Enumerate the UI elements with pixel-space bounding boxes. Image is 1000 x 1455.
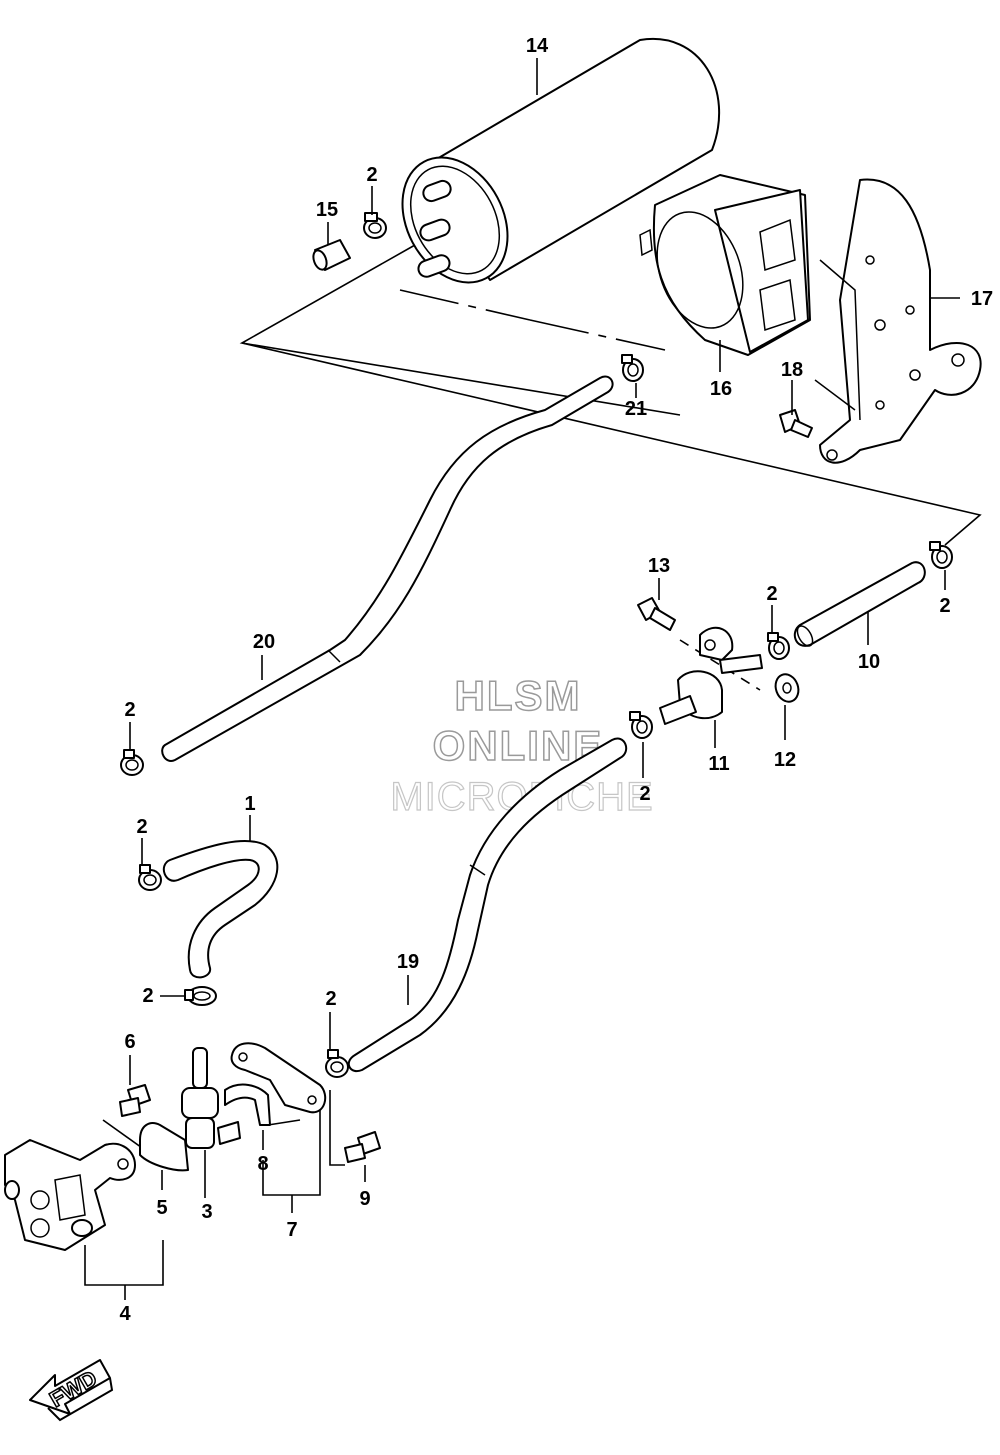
clamp[interactable]	[139, 1122, 189, 1172]
callout-13: 13	[648, 555, 670, 577]
hose-clip[interactable]	[363, 212, 387, 239]
callout-15: 15	[316, 199, 338, 221]
hose[interactable]	[162, 839, 279, 979]
bolt[interactable]	[119, 1084, 151, 1117]
fwd-arrow-icon: FWD	[29, 1359, 114, 1422]
callout-2: 2	[766, 583, 777, 605]
callout-4: 4	[119, 1303, 131, 1325]
bolt[interactable]	[637, 597, 676, 631]
callout-10: 10	[858, 651, 880, 673]
callout-16: 16	[710, 378, 732, 400]
hose[interactable]	[793, 561, 926, 648]
connection-guides	[102, 244, 982, 1151]
valve[interactable]	[659, 626, 763, 725]
clamp[interactable]	[224, 1083, 271, 1126]
bolt[interactable]	[344, 1131, 381, 1163]
callout-2: 2	[136, 816, 147, 838]
bracket[interactable]	[4, 1139, 136, 1251]
hose-clip[interactable]	[120, 749, 144, 776]
bracket[interactable]	[230, 1042, 327, 1114]
callout-2: 2	[639, 783, 650, 805]
hose-clip[interactable]	[767, 632, 790, 660]
callout-1: 1	[244, 793, 255, 815]
callout-20: 20	[253, 631, 275, 653]
bolt[interactable]	[779, 409, 813, 438]
hose[interactable]	[161, 375, 614, 762]
callout-2: 2	[366, 164, 377, 186]
callout-3: 3	[201, 1201, 212, 1223]
callout-2: 2	[325, 988, 336, 1010]
hose-clip[interactable]	[621, 354, 644, 382]
canister-holder[interactable]	[639, 174, 811, 356]
callout-19: 19	[397, 951, 419, 973]
hose[interactable]	[347, 737, 628, 1073]
callout-2: 2	[124, 699, 135, 721]
callout-8: 8	[257, 1153, 268, 1175]
callouts: 14 2 15 16 17 18 21 13 2 2 10 20 2 11 12…	[119, 35, 993, 1325]
charcoal-canister[interactable]	[382, 37, 721, 301]
canister-bracket[interactable]	[814, 178, 982, 464]
hose-clip[interactable]	[929, 541, 953, 569]
callout-12: 12	[774, 749, 796, 771]
cap[interactable]	[311, 239, 351, 271]
callout-14: 14	[526, 35, 549, 57]
callout-2: 2	[142, 985, 153, 1007]
valve[interactable]	[181, 1047, 241, 1149]
callout-5: 5	[156, 1197, 167, 1219]
callout-2: 2	[939, 595, 950, 617]
callout-21: 21	[625, 398, 647, 420]
callout-6: 6	[124, 1031, 135, 1053]
callout-9: 9	[359, 1188, 370, 1210]
hose-clip[interactable]	[184, 986, 217, 1006]
hose-clip[interactable]	[138, 864, 162, 891]
hose-clip[interactable]	[629, 711, 653, 739]
callout-17: 17	[971, 288, 993, 310]
leader-lines	[84, 58, 960, 1300]
callout-7: 7	[286, 1219, 297, 1241]
watermark-line1: HLSM	[455, 672, 582, 719]
washer[interactable]	[772, 671, 802, 705]
hose-clip[interactable]	[325, 1049, 349, 1078]
callout-18: 18	[781, 359, 803, 381]
callout-11: 11	[708, 753, 729, 775]
